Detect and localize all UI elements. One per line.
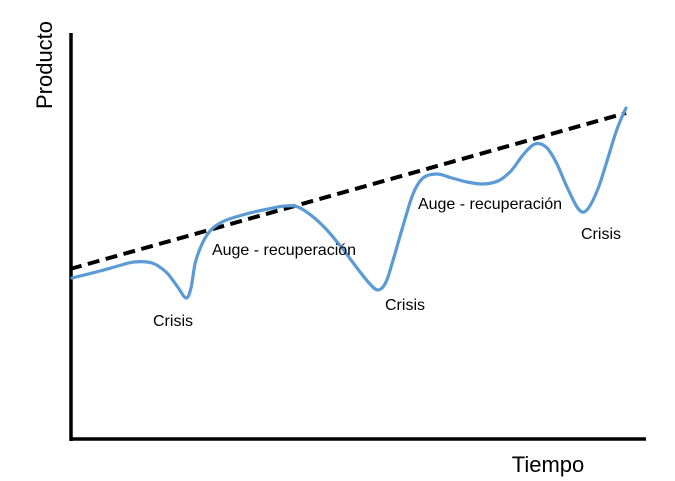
annotation-crisis: Crisis [581,226,621,243]
annotation-auge-recuperaci-n: Auge - recuperación [212,242,356,259]
trend-dashed-line [69,111,627,271]
y-axis-title: Producto [32,20,57,110]
annotation-crisis: Crisis [153,313,193,330]
product-cycle-curve [70,106,628,300]
annotation-auge-recuperaci-n: Auge - recuperación [418,196,562,213]
annotation-crisis: Crisis [385,297,425,314]
x-axis-title: Tiempo [511,452,585,477]
